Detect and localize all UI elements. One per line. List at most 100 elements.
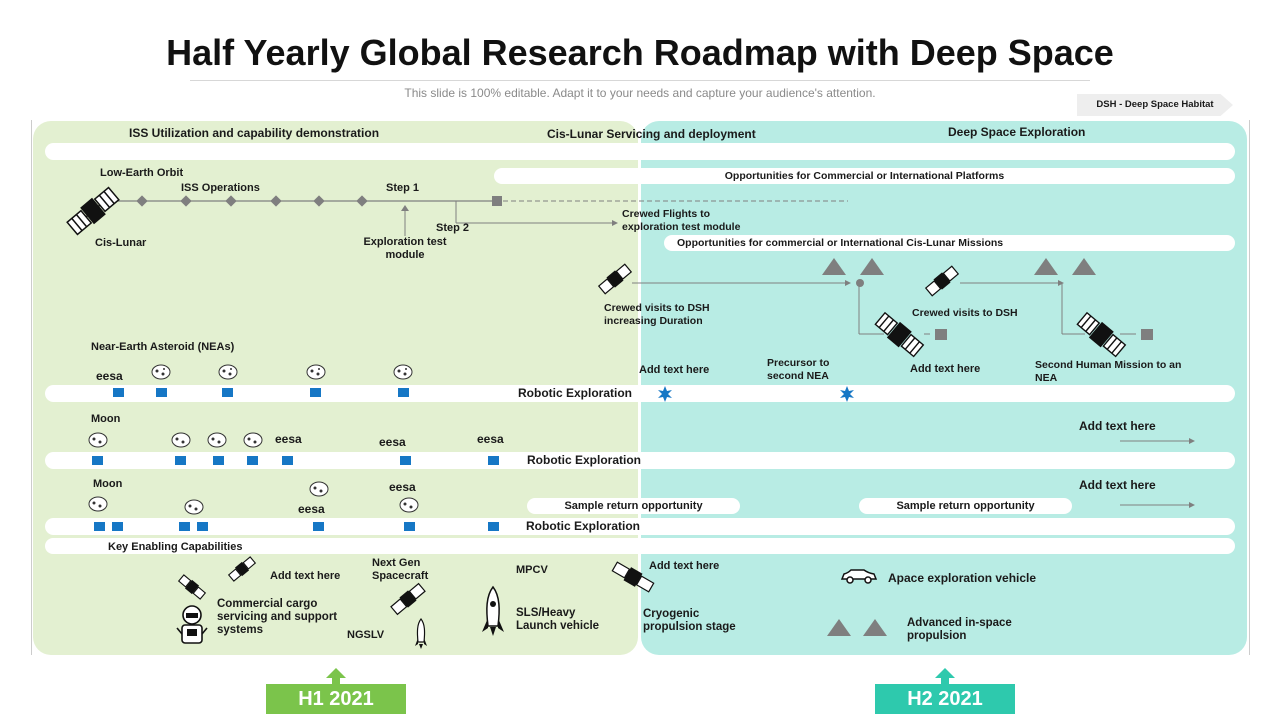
step2-label: Step 2: [436, 222, 470, 234]
next-gen-label: Next Gen Spacecraft: [372, 557, 429, 582]
eesa-label: eesa: [389, 480, 416, 494]
right-border-line: [1249, 120, 1250, 655]
marker-square: [113, 388, 124, 397]
marker-square: [175, 456, 186, 465]
phase-cis-lunar: Cis-Lunar Servicing and deployment: [547, 127, 756, 141]
satellite-icon: [924, 265, 960, 297]
key-capabilities-bar: [45, 538, 1235, 554]
eesa-label: eesa: [96, 369, 123, 383]
phase-deep-space: Deep Space Exploration: [948, 125, 1086, 139]
propulsion-label: Advanced in-space propulsion: [907, 617, 1012, 642]
sample-return-pill: Sample return opportunity: [527, 498, 740, 514]
marker-square: [404, 522, 415, 531]
triangle-icon: [822, 258, 884, 275]
asteroid-icon: [207, 432, 227, 448]
asteroid-icon: [399, 497, 419, 513]
triangle-icon: [1034, 258, 1096, 275]
title-divider: [190, 80, 1090, 81]
sample-return-label: Sample return opportunity: [896, 500, 1035, 512]
asteroid-icon: [309, 481, 329, 497]
iss-ops-label: ISS Operations: [181, 182, 260, 194]
sls-label: SLS/Heavy Launch vehicle: [516, 607, 600, 632]
satellite-icon: [874, 311, 925, 358]
satellite-icon: [66, 186, 120, 236]
marker-square: [313, 522, 324, 531]
satellite-icon: [611, 561, 655, 593]
eesa-label: eesa: [275, 432, 302, 446]
cryogenic-label: Cryogenic propulsion stage: [643, 608, 736, 633]
left-border-line: [31, 120, 32, 655]
commercial-platforms-label: Opportunities for Commercial or Internat…: [724, 170, 1005, 182]
robotic-exploration-bar-3: [45, 518, 1235, 535]
sample-return-label: Sample return opportunity: [564, 500, 703, 512]
marker-square: [222, 388, 233, 397]
satellite-icon: [177, 574, 207, 600]
timeline-end-marker: [492, 196, 502, 206]
crewed-visits-increasing-label: Crewed visits to DSH increasing Duration: [604, 302, 710, 327]
marker-square: [112, 522, 123, 531]
asteroid-icon: [393, 364, 413, 380]
nea-title: Near-Earth Asteroid (NEAs): [91, 341, 235, 353]
car-icon: [840, 569, 878, 584]
cis-lunar-label: Cis-Lunar: [95, 237, 147, 249]
add-text-label: Add text here: [649, 560, 720, 572]
marker-square: [282, 456, 293, 465]
satellite-icon: [597, 263, 633, 295]
commercial-cargo-label: Commercial cargo servicing and support s…: [217, 598, 338, 636]
cis-lunar-missions-label: Opportunities for commercial or Internat…: [677, 237, 1004, 249]
triangle-icon: [827, 619, 887, 636]
commercial-platforms-bar: Opportunities for Commercial or Internat…: [494, 168, 1235, 184]
dsh-legend-tag: DSH - Deep Space Habitat: [1077, 94, 1233, 116]
add-text-right-label: Add text here: [1079, 419, 1156, 433]
add-text-label: Add text here: [910, 363, 981, 375]
star-icon: [840, 386, 854, 402]
vehicle-label: Apace exploration vehicle: [888, 571, 1037, 585]
h1-period-button[interactable]: H1 2021: [266, 684, 406, 714]
h2-period-button[interactable]: H2 2021: [875, 684, 1015, 714]
marker-square: [247, 456, 258, 465]
eesa-label: eesa: [298, 502, 325, 516]
crewed-flights-label: Crewed Flights to exploration test modul…: [622, 208, 741, 233]
add-text-label: Add text here: [639, 364, 710, 376]
top-phase-bar: [45, 143, 1235, 160]
sample-return-pill: Sample return opportunity: [859, 498, 1072, 514]
rocket-icon: [415, 618, 427, 649]
robotic-exploration-bar-2: [45, 452, 1235, 469]
robotic-exploration-label: Robotic Exploration: [527, 453, 641, 467]
marker-square: [310, 388, 321, 397]
asteroid-icon: [151, 364, 171, 380]
asteroid-icon: [88, 432, 108, 448]
step1-label: Step 1: [386, 182, 420, 194]
asteroid-icon: [306, 364, 326, 380]
marker-square: [398, 388, 409, 397]
marker-square: [213, 456, 224, 465]
moon-label: Moon: [91, 413, 121, 425]
robotic-exploration-label: Robotic Exploration: [526, 519, 640, 533]
satellite-icon: [1076, 311, 1127, 358]
cis-lunar-missions-bar: Opportunities for commercial or Internat…: [664, 235, 1235, 251]
marker-square: [488, 456, 499, 465]
second-mission-label: Second Human Mission to an NEA: [1035, 359, 1182, 384]
branch-dot: [856, 279, 864, 287]
marker-square: [179, 522, 190, 531]
marker-square: [92, 456, 103, 465]
add-text-right-label: Add text here: [1079, 478, 1156, 492]
add-text-label: Add text here: [270, 570, 341, 582]
page-subtitle: This slide is 100% editable. Adapt it to…: [404, 86, 876, 100]
crewed-visits-dsh-label: Crewed visits to DSH: [912, 307, 1018, 319]
rocket-icon: [482, 585, 504, 636]
mpcv-label: MPCV: [516, 564, 548, 576]
marker-square: [94, 522, 105, 531]
astronaut-icon: [176, 605, 208, 644]
satellite-icon: [227, 556, 257, 582]
up-arrow-icon: [326, 668, 346, 684]
star-icon: [658, 386, 672, 402]
marker-square: [156, 388, 167, 397]
phase-iss: ISS Utilization and capability demonstra…: [129, 126, 380, 140]
page-title: Half Yearly Global Research Roadmap with…: [166, 32, 1114, 73]
ngslv-label: NGSLV: [347, 629, 385, 641]
asteroid-icon: [171, 432, 191, 448]
asteroid-icon: [88, 496, 108, 512]
marker-square: [400, 456, 411, 465]
satellite-icon: [390, 582, 426, 616]
